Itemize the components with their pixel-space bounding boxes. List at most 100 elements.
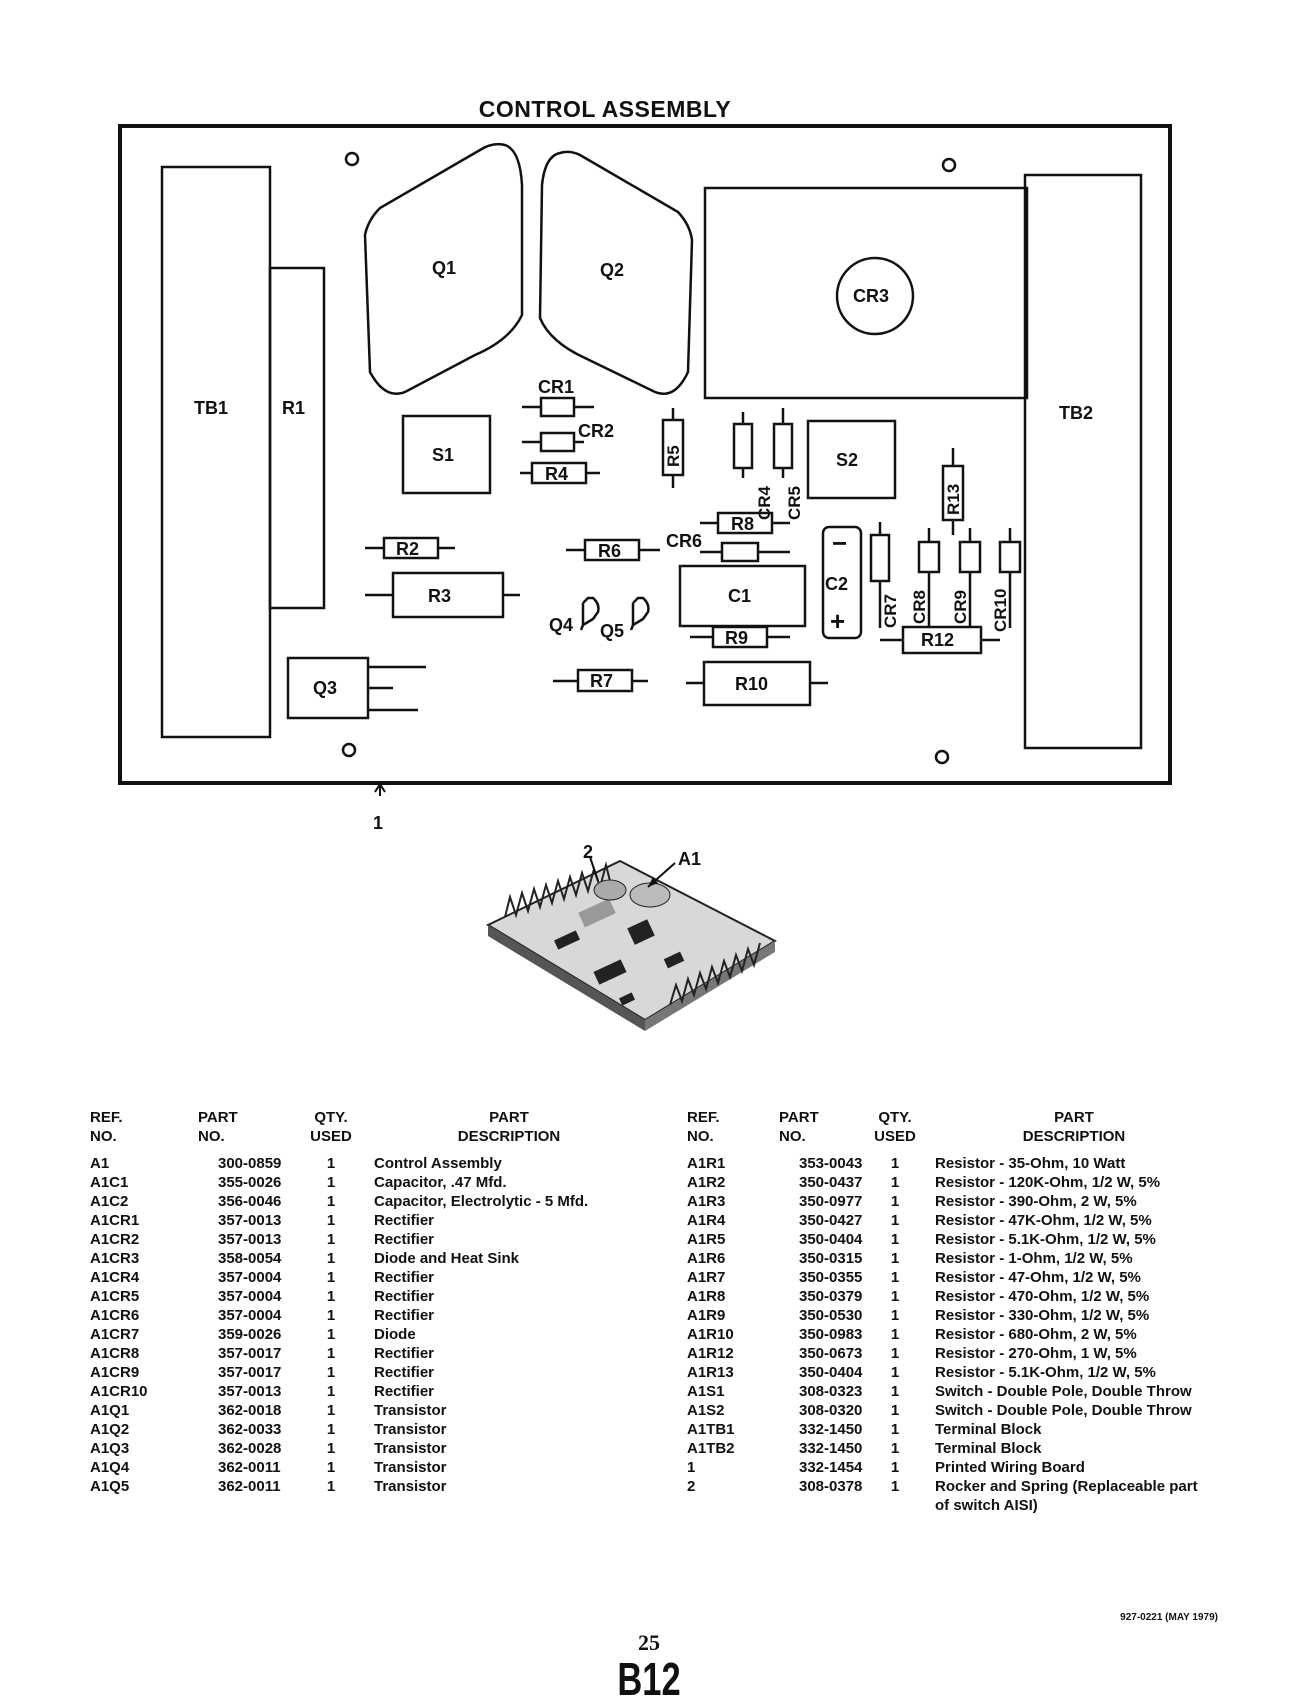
cell-part-description: Resistor - 35-Ohm, 10 Watt <box>935 1155 1126 1172</box>
cell-qty-used: 1 <box>326 1421 336 1438</box>
cell-qty-used: 1 <box>890 1288 900 1305</box>
cr3-heat-sink <box>703 186 1029 400</box>
callout-rocker: 2 <box>583 842 594 862</box>
label-tb1: TB1 <box>194 398 228 418</box>
cell-ref-no: A1R1 <box>687 1155 726 1172</box>
cell-qty-used: 1 <box>326 1288 336 1305</box>
document-code: 927-0221 (MAY 1979) <box>1120 1612 1218 1623</box>
col-qty-used: QTY. USED <box>310 1109 352 1145</box>
cell-part-description: Rectifier <box>374 1345 435 1362</box>
label-cr10: CR10 <box>991 589 1010 632</box>
cell-part-description: Rectifier <box>374 1364 435 1381</box>
cell-qty-used: 1 <box>890 1269 900 1286</box>
page-number: 25 <box>638 1630 660 1655</box>
cell-ref-no: A1CR1 <box>90 1212 140 1229</box>
cell-qty-used: 1 <box>326 1440 336 1457</box>
cell-qty-used: 1 <box>326 1459 336 1476</box>
label-cr7: CR7 <box>881 594 900 628</box>
cell-ref-no: A1R4 <box>687 1212 726 1229</box>
label-cr6: CR6 <box>666 531 702 551</box>
c2-capacitor <box>821 525 863 640</box>
label-r12: R12 <box>921 630 954 650</box>
label-q1: Q1 <box>432 258 456 278</box>
cell-part-no: 350-0977 <box>799 1193 863 1210</box>
cell-ref-no: A1CR8 <box>90 1345 140 1362</box>
cell-part-description: Control Assembly <box>374 1155 502 1172</box>
label-tb2: TB2 <box>1059 403 1093 423</box>
cr6-rectifier <box>720 541 760 563</box>
cell-part-no: 332-1450 <box>799 1421 863 1438</box>
label-cr9: CR9 <box>951 590 970 624</box>
cell-part-no: 350-0437 <box>799 1174 863 1191</box>
cell-part-description: Switch - Double Pole, Double Throw <box>935 1383 1192 1400</box>
col-part-no: PART NO. <box>198 1109 238 1145</box>
cell-part-no: 300-0859 <box>218 1155 282 1172</box>
label-s1: S1 <box>432 445 454 465</box>
cell-part-no: 350-0983 <box>799 1326 863 1343</box>
label-cr8: CR8 <box>910 590 929 624</box>
cell-part-description: Diode <box>374 1326 416 1343</box>
label-c2: C2 <box>825 574 848 594</box>
mounting-hole <box>341 742 357 758</box>
cell-part-description: Resistor - 470-Ohm, 1/2 W, 5% <box>935 1288 1150 1305</box>
cell-ref-no: A1CR2 <box>90 1231 140 1248</box>
cell-ref-no: A1R5 <box>687 1231 726 1248</box>
col-ref-no: REF. NO. <box>90 1109 123 1145</box>
cell-part-description: Resistor - 1-Ohm, 1/2 W, 5% <box>935 1250 1133 1267</box>
cell-part-description: Rectifier <box>374 1231 435 1248</box>
cell-part-no: 350-0315 <box>799 1250 863 1267</box>
label-cr1: CR1 <box>538 377 574 397</box>
cell-ref-no: A1R13 <box>687 1364 734 1381</box>
cell-part-description: Resistor - 5.1K-Ohm, 1/2 W, 5% <box>935 1364 1156 1381</box>
label-r7: R7 <box>590 671 613 691</box>
cell-ref-no: A1R7 <box>687 1269 726 1286</box>
cell-ref-no: A1CR5 <box>90 1288 140 1305</box>
mounting-hole <box>941 157 957 173</box>
cell-ref-no: A1C2 <box>90 1193 129 1210</box>
cell-qty-used: 1 <box>890 1174 900 1191</box>
cell-part-description: Terminal Block <box>935 1440 1042 1457</box>
cell-ref-no: A1TB2 <box>687 1440 735 1457</box>
cell-part-no: 350-0427 <box>799 1212 863 1229</box>
cell-part-no: 353-0043 <box>799 1155 863 1172</box>
label-r8: R8 <box>731 514 754 534</box>
control-assembly-diagram: TB1 R1 Q1 Q2 CR3 TB2 S1 S2 CR1 CR2 R4 R5… <box>118 124 1172 796</box>
cell-part-no: 355-0026 <box>218 1174 282 1191</box>
cr8-rectifier <box>917 540 941 574</box>
page-title: CONTROL ASSEMBLY <box>478 96 732 122</box>
cell-qty-used: 1 <box>326 1269 336 1286</box>
col-qty-used: QTY. USED <box>874 1109 916 1145</box>
cell-qty-used: 1 <box>890 1250 900 1267</box>
cell-part-description: Resistor - 330-Ohm, 1/2 W, 5% <box>935 1307 1150 1324</box>
page-code: B12 <box>617 1653 681 1705</box>
cell-qty-used: 1 <box>890 1345 900 1362</box>
cell-ref-no: A1R10 <box>687 1326 734 1343</box>
cell-part-description: Transistor <box>374 1402 447 1419</box>
cell-part-no: 357-0017 <box>218 1345 282 1362</box>
cell-part-description: Resistor - 390-Ohm, 2 W, 5% <box>935 1193 1137 1210</box>
cell-qty-used: 1 <box>326 1402 336 1419</box>
tb1-terminal-block <box>160 165 272 739</box>
cell-part-description: Terminal Block <box>935 1421 1042 1438</box>
cr5-rectifier <box>772 422 794 470</box>
cell-part-description: Transistor <box>374 1478 447 1495</box>
cell-qty-used: 1 <box>326 1383 336 1400</box>
col-part-no: PART NO. <box>779 1109 819 1145</box>
cell-ref-no: A1Q5 <box>90 1478 130 1495</box>
cell-part-description: Resistor - 270-Ohm, 1 W, 5% <box>935 1345 1137 1362</box>
